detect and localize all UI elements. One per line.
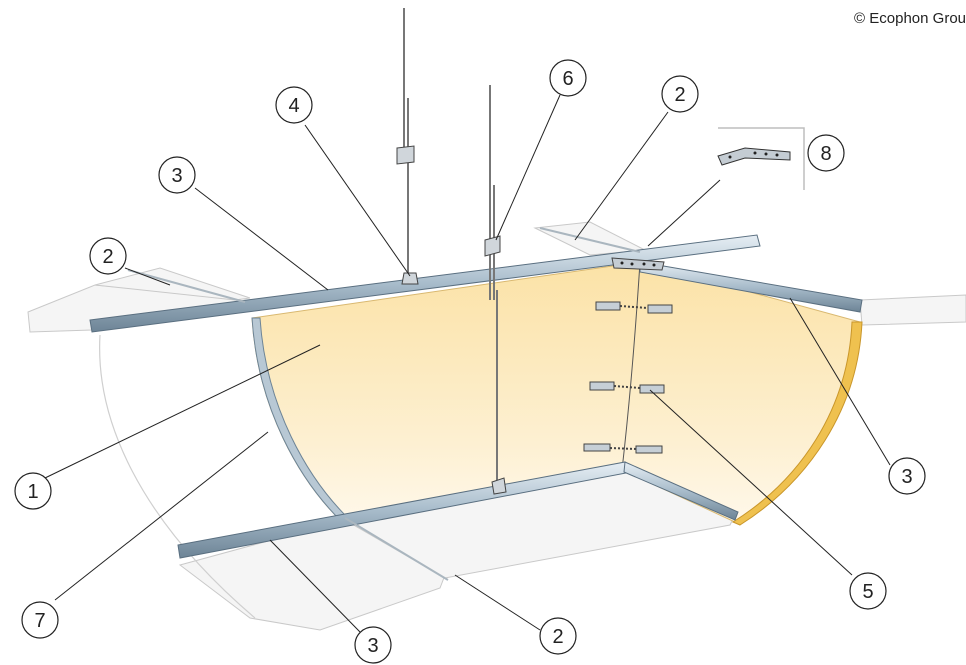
leader-2-left [124,267,171,286]
callout-6: 6 [549,59,587,97]
hanger-centre-bottom [491,477,507,495]
leader-7 [54,431,269,601]
callout-5: 5 [849,572,887,610]
cross-tee-left [127,269,246,303]
callout-label: 7 [34,610,45,632]
callout-label: 2 [102,246,113,268]
callout-8: 8 [807,134,845,172]
ceiling-tiles [27,221,966,631]
callout-2-top: 2 [661,75,699,113]
callout-label: 3 [901,466,912,488]
leader-8 [647,179,721,247]
panel-ghost-outline [99,334,256,619]
callout-label: 3 [367,635,378,657]
callout-label: 1 [27,481,38,503]
leader-3-right [789,297,891,466]
inset-bracket-icon [717,127,805,190]
callout-label: 2 [552,626,563,648]
leader-5 [649,389,853,576]
cross-tee-back [539,227,641,253]
hanger-4-top [396,145,415,165]
hanger-6-top [484,235,501,257]
ceiling-tile-right [859,294,966,326]
leader-3-bottom [269,539,361,633]
hanger-4-bottom [401,272,419,285]
leader-4 [304,124,411,277]
callout-2-bottom: 2 [539,617,577,655]
leader-2-bottom [454,574,541,631]
callout-3-right: 3 [888,457,926,495]
main-runners [89,234,863,559]
callout-label: 3 [171,165,182,187]
leader-1 [44,344,321,479]
leader-3-left [194,187,329,291]
callout-3-left: 3 [158,156,196,194]
cross-tee-bottom [344,517,449,581]
panel-fold-line [621,261,641,471]
leader-6 [495,94,561,241]
corner-bracket [611,257,665,271]
runner-front-right [623,461,739,521]
spring-connector-middle [589,381,665,394]
spring-connectors [583,301,673,454]
callout-label: 6 [562,68,573,90]
leader-2-top [574,111,669,241]
copyright-notice: © Ecophon Grou [854,10,966,27]
callout-3-bottom: 3 [354,626,392,664]
callouts: 1 2 2 2 3 3 3 4 [14,59,926,664]
hangers [396,145,507,495]
spring-connector-bottom [583,443,663,454]
callout-1: 1 [14,472,52,510]
callout-label: 8 [820,143,831,165]
leader-lines [44,94,891,633]
callout-7: 7 [21,601,59,639]
panel-edge-right [731,321,863,526]
callout-label: 4 [288,95,299,117]
cross-tees [127,227,641,581]
callout-label: 5 [862,581,873,603]
callout-4: 4 [275,86,313,124]
spring-connector-top [595,301,673,314]
callout-label: 2 [674,84,685,106]
runner-back [89,234,761,333]
callout-2-left: 2 [89,237,127,275]
